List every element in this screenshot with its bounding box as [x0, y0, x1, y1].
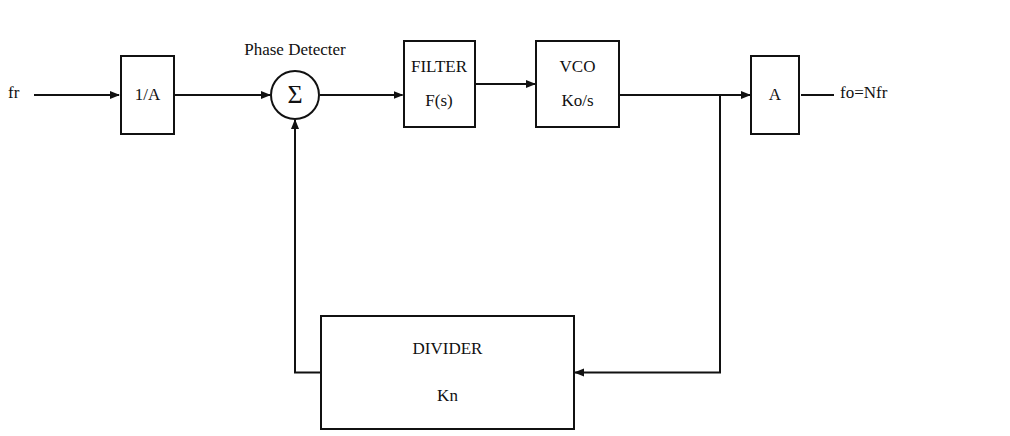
transfer-function: Ko/s	[561, 91, 593, 111]
signal-connector	[320, 94, 403, 96]
block-name: FILTER	[411, 57, 467, 77]
sum-symbol: Σ	[287, 79, 302, 110]
output-wire	[801, 94, 834, 96]
signal-connector	[575, 95, 720, 373]
block-heading: Phase Detecter	[244, 40, 345, 60]
signal-connector	[175, 94, 270, 96]
filter-box: FILTER F(s)	[403, 40, 476, 128]
scaler-box: 1/A	[120, 55, 175, 135]
input-signal: fr	[8, 83, 19, 103]
input-wire	[34, 94, 119, 96]
summing-junction: Phase DetecterΣ	[270, 70, 320, 120]
output-signal: fo=Nfr	[840, 83, 887, 103]
signal-connector	[476, 83, 536, 85]
multiplier-box: A	[750, 55, 800, 135]
block-name: 1/A	[135, 85, 161, 105]
signal-connector	[295, 120, 320, 373]
transfer-function: F(s)	[425, 91, 452, 111]
block-name: A	[769, 85, 781, 105]
block-name: DIVIDER	[413, 339, 483, 359]
transfer-function: Kn	[437, 386, 458, 406]
vco-box: VCO Ko/s	[535, 40, 620, 128]
divider-box: DIVIDER Kn	[320, 315, 575, 430]
block-name: VCO	[560, 57, 596, 77]
